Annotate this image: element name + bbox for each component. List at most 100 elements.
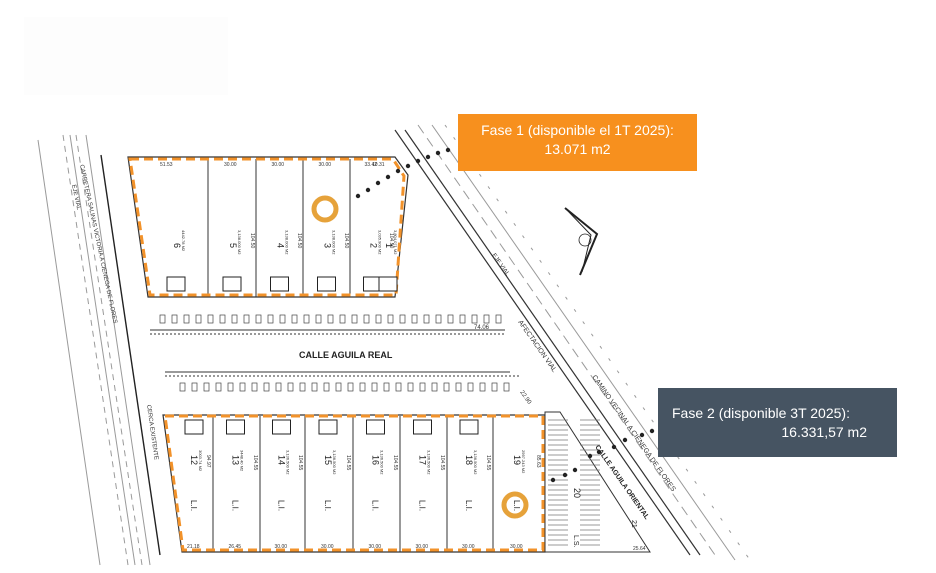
parking-stall [387,314,394,324]
route-dot [596,449,602,455]
parking-stall [443,382,450,392]
lot-use: L.I. [323,500,332,511]
parking-stall [503,382,510,392]
parking-stall [323,382,330,392]
phase1-marker [311,195,339,223]
route-dot [550,477,556,483]
lot-area: 3,136.500 M2 [332,450,337,475]
parking-stall [411,314,418,324]
parking-stall [159,314,166,324]
building-icon [378,276,398,292]
header-placeholder [24,17,228,95]
lot-front: 26.45 [229,544,242,550]
parking-stall [243,314,250,324]
route-dot [435,150,441,156]
lot-use: L.I. [189,500,198,511]
lot-front: 30.00 [369,544,382,550]
parking-stall [195,314,202,324]
lot-depth: 104.55 [439,455,445,471]
lot-number: 17 [418,455,428,465]
lot-front: 21.18 [187,544,200,550]
parking-stall [347,382,354,392]
lot-number: 2 [369,243,379,248]
parking-stall [207,314,214,324]
right-road [394,124,751,561]
lot-area: 3,138.000 M2 [332,230,337,255]
parking-stall [263,382,270,392]
lot-front: 30.00 [272,162,285,168]
label-carretera: CARRETERA SALINAS VICTORIA A CIENEGA DE … [78,164,118,324]
parking-stall [491,382,498,392]
lot-area: 3448.40 M2 [240,450,245,472]
route-dot [425,154,431,160]
left-road [37,134,151,566]
parking-stall [399,314,406,324]
building-icon [366,419,385,435]
parking-stall [479,382,486,392]
lot-depth: 104.55 [392,455,398,471]
lot-area: 3,136.500 M2 [473,450,478,475]
route-dot [562,472,568,478]
lot-front: 30.00 [275,544,288,550]
lot-use: L.I. [231,500,240,511]
route-dot [395,168,401,174]
building-icon [459,419,479,435]
parking-stall [371,382,378,392]
lot-depth: 104.50 [296,233,302,249]
parking-stall [215,382,222,392]
parking-stall [435,314,442,324]
route-dot [355,193,361,199]
lot-depth: 104.55 [345,455,351,471]
parking-stall [363,314,370,324]
lot-front: 30.00 [462,544,475,550]
lot-depth: 104.55 [297,455,303,471]
parking-stall [227,382,234,392]
phase1-callout-title: Fase 1 (disponible el 1T 2025): [481,122,674,138]
north-arrow-icon [564,207,599,276]
parking-stall [471,314,478,324]
lot-use: L.I. [371,500,380,511]
route-dot [649,428,655,434]
label-cerca: CERCA EXISTENTE [145,404,159,460]
lot-use: L.I. [512,500,521,511]
lot-front: 30.00 [321,544,334,550]
parking-stall [339,314,346,324]
parking-stall [459,314,466,324]
dim-top-1: 74.06 [474,325,490,331]
parking-stall [407,382,414,392]
lot-use: L.I. [277,500,286,511]
parking-stall [183,314,190,324]
lot-area: 3,136.500 M2 [427,450,432,475]
lot-area: 3003.74 M2 [198,450,203,472]
lot-depth: 104.50 [249,233,255,249]
lot-20-id: 20 [572,488,582,498]
lot-area: 3,136.500 M2 [380,450,385,475]
lot-front: 30.00 [224,162,237,168]
lot-area: 2997.243 M2 [521,450,526,474]
lot-front: 10.31 [372,162,385,168]
lot-front: 30.00 [416,544,429,550]
route-dot [375,180,381,186]
label-afectacion: AFECTACION VIAL [516,319,557,374]
parking-stall [495,314,502,324]
parking-stall [171,314,178,324]
lot-number: 18 [464,455,474,465]
street-label-main: CALLE AGUILA REAL [299,350,393,360]
parking-stall [375,314,382,324]
route-dot [445,147,451,153]
building-icon [272,419,291,435]
lot-area: 3,138.000 M2 [237,230,242,255]
building-icon [166,276,186,292]
phase2-callout: Fase 2 (disponible 3T 2025): 16.331,57 m… [658,388,897,457]
parking-stall [287,382,294,392]
phase1-outline [128,157,406,297]
lot-front: 30.00 [510,544,523,550]
street-aguila-real: CALLE AGUILA REAL 74.06 22.90 [150,314,532,406]
lot-number: 15 [323,455,333,465]
parking-stall [179,382,186,392]
parking-stall [431,382,438,392]
route-dot [639,432,645,438]
parking-stall [275,382,282,392]
parking-stall [279,314,286,324]
